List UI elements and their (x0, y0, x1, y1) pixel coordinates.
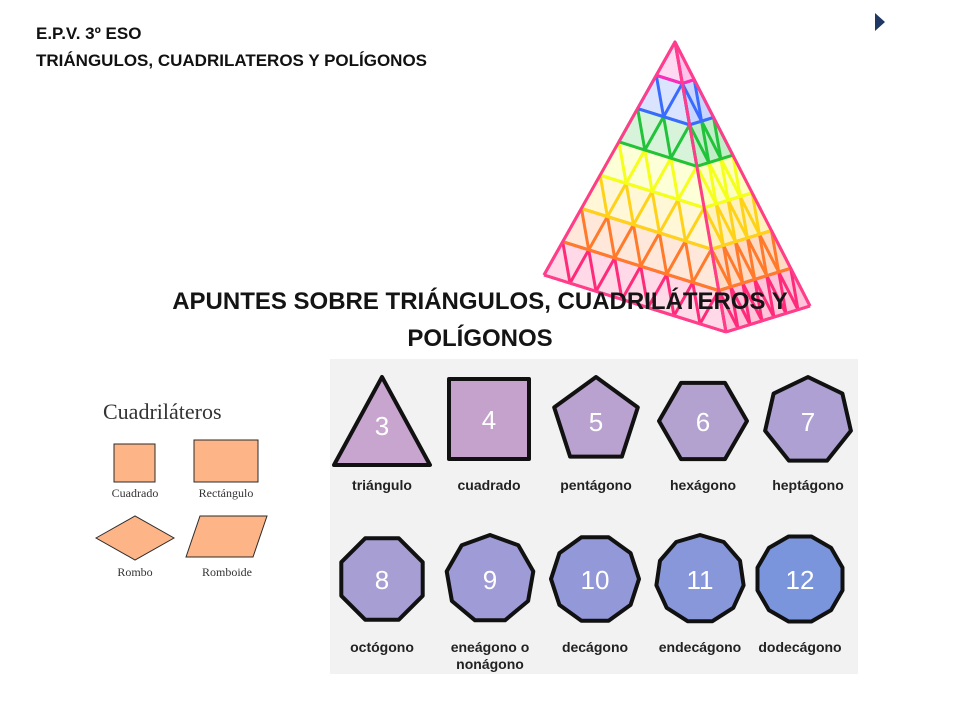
quadrilaterals-heading: Cuadriláteros (103, 399, 222, 424)
polygon-sides-11: 11 (687, 565, 714, 595)
pyramid-strut (710, 229, 772, 251)
pyramid-strut (696, 153, 734, 168)
rhomboid-shape (185, 515, 268, 558)
polygon-sides-9: 9 (483, 565, 497, 595)
rectangle-shape (193, 439, 259, 483)
polygon-shape-9 (444, 533, 536, 623)
pyramid-strut (618, 140, 698, 168)
polygon-sides-6: 6 (696, 407, 710, 437)
pyramid-strut (689, 115, 715, 127)
polygon-shape-4 (447, 377, 531, 461)
polygon-name-4: cuadrado (457, 477, 520, 493)
polygon-name-3: triángulo (352, 477, 412, 493)
pyramid-strut (718, 266, 792, 293)
triangle-right-icon (875, 13, 885, 31)
header: E.P.V. 3º ESO TRIÁNGULOS, CUADRILATEROS … (36, 20, 427, 74)
course-label: E.P.V. 3º ESO (36, 24, 142, 43)
polygon-shape-10 (549, 535, 641, 623)
polygon-sides-7: 7 (801, 407, 815, 437)
pyramid-strut (655, 73, 683, 85)
polygon-shape-5 (552, 375, 640, 459)
pyramid-strut (703, 191, 753, 210)
square-shape (113, 443, 156, 483)
square-label: Cuadrado (112, 486, 159, 500)
polygon-name-6: hexágono (670, 477, 736, 493)
polygon-sides-10: 10 (581, 565, 610, 595)
pyramid-strut (681, 78, 695, 85)
polygon-shape-6 (657, 380, 749, 462)
polygon-sides-12: 12 (786, 565, 815, 595)
pyramid-edge (542, 41, 677, 276)
polygon-name-12: dodecágono (758, 639, 841, 655)
pyramid-strut (599, 173, 705, 210)
pyramid-edge (725, 304, 811, 334)
polygon-name-10: decágono (562, 639, 628, 655)
polygon-name-8: octógono (350, 639, 414, 655)
rhombus-label: Rombo (117, 565, 152, 579)
rhomboid-label: Romboide (202, 565, 252, 579)
rhombus-shape (94, 515, 176, 561)
pyramid-band (544, 241, 726, 332)
pyramid-band (581, 175, 712, 250)
polygon-name-9: eneágono o (451, 639, 530, 655)
polygon-sides-3: 3 (375, 411, 389, 441)
unit-title: TRIÁNGULOS, CUADRILATEROS Y POLÍGONOS (36, 51, 428, 70)
polygon-shape-12 (755, 534, 845, 624)
title-line-1: APUNTES SOBRE TRIÁNGULOS, CUADRILÁTEROS … (172, 288, 788, 315)
polygon-name-5: pentágono (560, 477, 632, 493)
rectangle-label: Rectángulo (199, 486, 254, 500)
polygon-shape-3 (332, 375, 432, 467)
pyramid-band (618, 108, 697, 167)
pyramid-edge (673, 41, 728, 333)
polygon-name-9-line2: nonágono (456, 656, 524, 672)
polygon-shape-7 (763, 375, 853, 463)
pyramid-edge (543, 273, 727, 334)
polygon-sides-5: 5 (589, 407, 603, 437)
polygons-figure: 3 triángulo 4 cuadrado 5 pentágono 6 hexágono 7 h… (330, 359, 858, 674)
polygon-name-7: heptágono (772, 477, 844, 493)
quadrilaterals-figure: Cuadriláteros Cuadrado Rectángulo Rombo … (94, 399, 268, 579)
polygon-sides-8: 8 (375, 565, 389, 595)
title-line-2: POLÍGONOS (407, 325, 553, 352)
pyramid-strut (637, 107, 691, 127)
polygon-shape-8 (339, 536, 425, 622)
polygon-shape-11 (654, 533, 746, 624)
polygon-name-11: endecágono (659, 639, 741, 655)
pyramid-edge (673, 41, 812, 307)
next-slide-button[interactable] (874, 12, 886, 32)
pyramid-strut (562, 240, 720, 293)
pyramid-strut (580, 206, 712, 251)
pyramid-image (542, 40, 812, 334)
page-title: APUNTES SOBRE TRIÁNGULOS, CUADRILÁTEROS … (100, 283, 860, 357)
polygon-sides-4: 4 (482, 405, 496, 435)
